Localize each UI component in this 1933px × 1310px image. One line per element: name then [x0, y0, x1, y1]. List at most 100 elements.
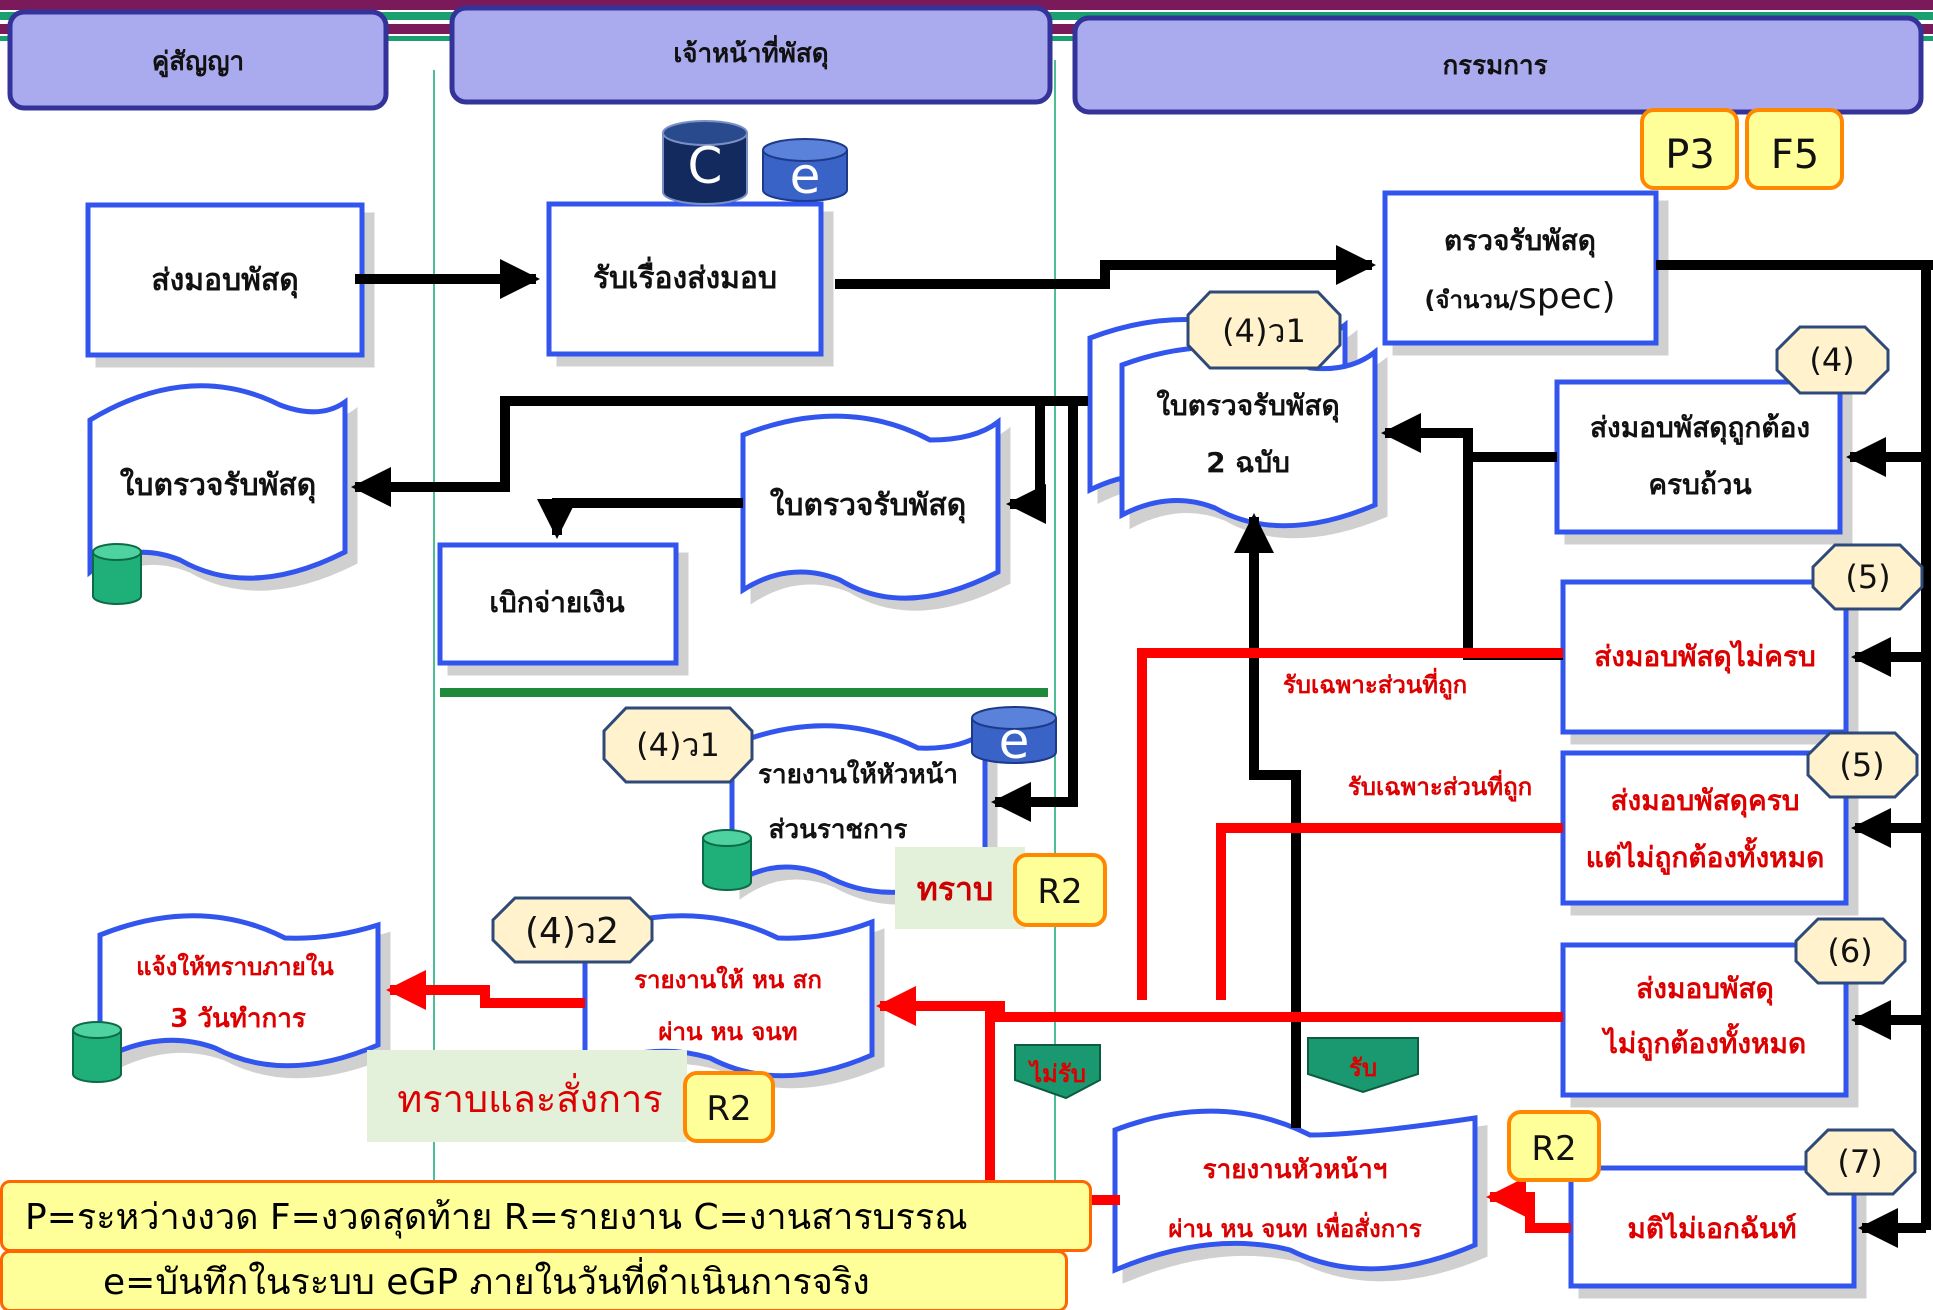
badges [683, 108, 1844, 1182]
lane-label-officer: เจ้าหน้าที่พัสดุ [673, 34, 828, 70]
db-small-green-1 [92, 543, 142, 605]
flow-to-report-head [991, 401, 1078, 822]
db-cylinder-e-mid [971, 706, 1057, 764]
text-complete-line1: ส่งมอบพัสดุถูกต้อง [1590, 411, 1810, 445]
db-e-mid-label: e [999, 712, 1030, 770]
flow-fullwrong-partial [1216, 823, 1563, 1000]
badge-r2-a [1013, 853, 1107, 927]
text-receipt-two-line1: ใบตรวจรับพัสดุ [1156, 389, 1339, 423]
text-report-order-line2: ผ่าน หน จนท เพื่อสั่งการ [1168, 1211, 1421, 1243]
db-cylinder-e-top [762, 138, 848, 202]
box-deliver-goods [85, 202, 365, 358]
badge-r2-b-label: R2 [706, 1089, 751, 1129]
octagon-tags [491, 290, 1924, 1196]
flow-incomplete-to-receipt [1463, 457, 1563, 660]
tag-5b-label: (5) [1839, 746, 1884, 784]
text-incomplete: ส่งมอบพัสดุไม่ครบ [1594, 640, 1816, 674]
note-reject: ไม่รับ [1027, 1059, 1086, 1088]
tag-4w1-top [1186, 290, 1342, 370]
lane-label-contractor: คู่สัญญา [152, 47, 244, 78]
box-incomplete [1560, 579, 1849, 735]
lane-header-committee [1072, 15, 1924, 115]
badge-f5-label: F5 [1771, 132, 1819, 178]
tab-reject-bg [1014, 1044, 1101, 1100]
db-c-label: C [688, 137, 723, 195]
tab-accept-bg [1307, 1037, 1419, 1094]
text-full-wrong-line1: ส่งมอบพัสดุครบ [1610, 784, 1799, 818]
note-acknowledge: ทราบ [917, 870, 994, 908]
doc-report-order [1112, 1108, 1478, 1274]
badge-r2-b [683, 1071, 775, 1143]
text-receive-delivery: รับเรื่องส่งมอบ [593, 256, 777, 296]
tag-4w1-mid [602, 706, 754, 784]
flow-to-receipt-mid [1006, 401, 1046, 524]
text-receipt-left: ใบตรวจรับพัสดุ [120, 467, 316, 504]
note-acknowledge-order-bg [367, 1050, 687, 1142]
note-accept: รับ [1349, 1054, 1377, 1082]
doc-notify [97, 913, 381, 1069]
badge-r2-a-label: R2 [1037, 872, 1082, 912]
doc-receipt-left [87, 383, 348, 581]
text-dissent: มติไม่เอกฉันท์ [1627, 1212, 1796, 1245]
badge-p3-label: P3 [1665, 132, 1715, 178]
tag-4w1-mid-label: (4)ว1 [636, 726, 720, 764]
note-accept-correct-2: รับเฉพาะส่วนที่ถูก [1348, 769, 1532, 802]
tag-5b [1806, 731, 1919, 799]
box-all-wrong [1560, 942, 1849, 1098]
note-accept-correct-1: รับเฉพาะส่วนที่ถูก [1283, 667, 1467, 700]
flow-dissent-to-report-order [1486, 1177, 1571, 1233]
legend-text-2: e=บันทึกในระบบ eGP ภายในวันที่ดำเนินการจ… [103, 1261, 870, 1303]
text-report-chief-line2: ผ่าน หน จนท [658, 1018, 797, 1046]
text-inspect-line1: ตรวจรับพัสดุ [1444, 224, 1596, 258]
text-complete-line2: ครบถ้วน [1648, 468, 1751, 501]
text-notify-line2: 3 วันทำการ [170, 1004, 306, 1034]
text-report-head-line1: รายงานให้หัวหน้า [758, 759, 958, 790]
badge-f5 [1745, 108, 1844, 190]
badge-r2-c-label: R2 [1531, 1129, 1576, 1169]
db-small-green-3 [72, 1021, 122, 1083]
tag-5a-label: (5) [1845, 558, 1890, 596]
text-report-chief-line1: รายงานให้ หน สก [634, 965, 822, 994]
text-report-head-line2: ส่วนราชการ [769, 815, 908, 845]
box-dissent [1568, 1165, 1857, 1289]
tag-7 [1804, 1128, 1917, 1196]
black-flows [351, 245, 1933, 1248]
db-small-green-2 [702, 829, 752, 891]
tag-6 [1794, 917, 1907, 985]
badge-p3 [1640, 108, 1739, 190]
box-receive-delivery [546, 201, 824, 357]
flow-receive-to-inspect [835, 245, 1376, 289]
text-notify-line1: แจ้งให้ทราบภายใน [136, 952, 334, 981]
text-receipt-two-line2: 2 ฉบับ [1206, 446, 1290, 479]
box-disburse [437, 542, 679, 666]
text-deliver-goods: ส่งมอบพัสดุ [151, 263, 298, 299]
lane-header-contractor [7, 9, 389, 111]
lane-header-officer [449, 5, 1053, 105]
text-all-wrong-line2: ไม่ถูกต้องทั้งหมด [1601, 1022, 1806, 1061]
text-disburse: เบิกจ่ายเงิน [489, 586, 624, 619]
legend-text-1: P=ระหว่างงวด F=งวดสุดท้าย R=รายงาน C=งาน… [25, 1196, 968, 1238]
legend-line-1: P=ระหว่างงวด F=งวดสุดท้าย R=รายงาน C=งาน… [0, 1180, 1092, 1252]
note-acknowledge-order: ทราบและสั่งการ [397, 1073, 663, 1121]
badge-r2-c [1507, 1110, 1601, 1182]
doc-receipt-mid [740, 413, 1001, 601]
flow-receipt-distribute [351, 396, 1088, 507]
tag-5a [1811, 543, 1924, 611]
tag-6-label: (6) [1827, 932, 1872, 970]
flow-accept-up [1234, 513, 1301, 1128]
flow-complete-to-receipt [1381, 413, 1557, 462]
flow-incomplete-partial [1137, 648, 1563, 1000]
tag-4w1-top-label: (4)ว1 [1222, 312, 1306, 350]
tag-4w2-label: (4)ว2 [525, 911, 619, 952]
tag-4w2 [491, 896, 654, 964]
text-report-order-line1: รายงานหัวหน้าฯ [1203, 1155, 1388, 1185]
tag-4 [1775, 325, 1890, 395]
section-divider [440, 688, 1048, 697]
box-inspect [1382, 190, 1659, 346]
db-e-top-label: e [790, 147, 821, 205]
legend-line-2: e=บันทึกในระบบ eGP ภายในวันที่ดำเนินการจ… [0, 1250, 1068, 1310]
flow-allwrong-to-report [876, 986, 1563, 1026]
tag-4-label: (4) [1809, 341, 1854, 379]
